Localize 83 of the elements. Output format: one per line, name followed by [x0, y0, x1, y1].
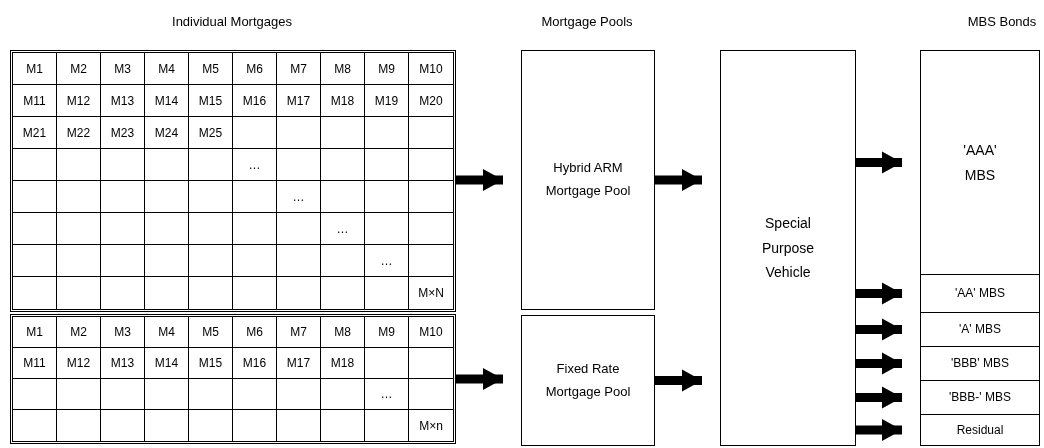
table-cell-text: M×n [418, 417, 444, 435]
table-cell: … [365, 379, 409, 410]
table-cell: M1 [13, 317, 57, 348]
table-cell: M25 [189, 117, 233, 149]
table-cell: M10 [409, 317, 453, 348]
box-label: 'A' MBS [959, 321, 1001, 338]
column-heading: Individual Mortgages [172, 14, 292, 29]
table-cell: M23 [101, 117, 145, 149]
box-label: Hybrid ARM Mortgage Pool [544, 159, 632, 200]
table-cell: … [321, 213, 365, 245]
table-cell: … [365, 245, 409, 277]
table-cell: M18 [321, 85, 365, 117]
block-arrow [456, 169, 503, 191]
table-cell: M2 [57, 53, 101, 85]
table-cell: M18 [321, 348, 365, 379]
table-cell: M17 [277, 348, 321, 379]
table-cell: M13 [101, 348, 145, 379]
table-cell: M19 [365, 85, 409, 117]
tranche-box [920, 274, 1040, 313]
table-cell: M14 [145, 85, 189, 117]
block-arrow [856, 352, 902, 375]
table-cell: M6 [233, 317, 277, 348]
block-arrow [655, 169, 702, 191]
table-cell: M8 [321, 53, 365, 85]
table-cell: M15 [189, 85, 233, 117]
block-arrow [856, 151, 902, 174]
block-arrow [655, 369, 702, 392]
table-cell: M11 [13, 85, 57, 117]
table-cell: … [233, 149, 277, 181]
pool-box [521, 315, 655, 446]
table-cell: M6 [233, 53, 277, 85]
table-cell: M9 [365, 53, 409, 85]
table-cell: M1 [13, 53, 57, 85]
table-cell: M16 [233, 85, 277, 117]
block-arrow [856, 318, 902, 341]
mortgage-table [10, 314, 456, 444]
table-cell: M20 [409, 85, 453, 117]
table-cell: M3 [101, 53, 145, 85]
table-cell: M7 [277, 53, 321, 85]
tranche-box [920, 414, 1040, 446]
table-cell: M5 [189, 53, 233, 85]
table-cell: M11 [13, 348, 57, 379]
table-cell: M13 [101, 85, 145, 117]
table-cell-text: M×N [417, 285, 445, 302]
block-arrow [456, 368, 503, 390]
box-label: Fixed Rate Mortgage Pool [544, 359, 632, 401]
table-cell: M17 [277, 85, 321, 117]
table-cell: … [277, 181, 321, 213]
box-label: 'BBB-' MBS [949, 389, 1011, 406]
block-arrow [856, 282, 902, 305]
column-heading: Mortgage Pools [541, 14, 633, 29]
column-heading: MBS Bonds [967, 14, 1037, 29]
table-cell: M16 [233, 348, 277, 379]
table-cell: M12 [57, 85, 101, 117]
box-label: Special Purpose Vehicle [760, 214, 816, 283]
table-cell: M4 [145, 53, 189, 85]
pool-box [521, 50, 655, 310]
box-label: 'BBB' MBS [951, 355, 1009, 372]
box-label: 'AA' MBS [955, 285, 1005, 302]
table-cell: M3 [101, 317, 145, 348]
table-cell: M15 [189, 348, 233, 379]
tranche-box [920, 380, 1040, 415]
tranche-box [920, 50, 1040, 275]
table-cell: M12 [57, 348, 101, 379]
table-cell: M10 [409, 53, 453, 85]
table-cell: M24 [145, 117, 189, 149]
mortgage-table [10, 50, 456, 312]
tranche-box [920, 312, 1040, 347]
table-cell: M21 [13, 117, 57, 149]
block-arrow [856, 386, 902, 409]
vehicle-box [720, 50, 856, 446]
box-label: 'AAA' MBS [962, 141, 998, 185]
box-label: Residual [956, 421, 1004, 439]
table-cell: M9 [365, 317, 409, 348]
table-cell: M4 [145, 317, 189, 348]
table-cell: M7 [277, 317, 321, 348]
tranche-box [920, 346, 1040, 381]
table-cell: M5 [189, 317, 233, 348]
block-arrow [856, 419, 902, 441]
table-cell: M14 [145, 348, 189, 379]
table-cell: M22 [57, 117, 101, 149]
table-cell: M8 [321, 317, 365, 348]
table-cell: M2 [57, 317, 101, 348]
